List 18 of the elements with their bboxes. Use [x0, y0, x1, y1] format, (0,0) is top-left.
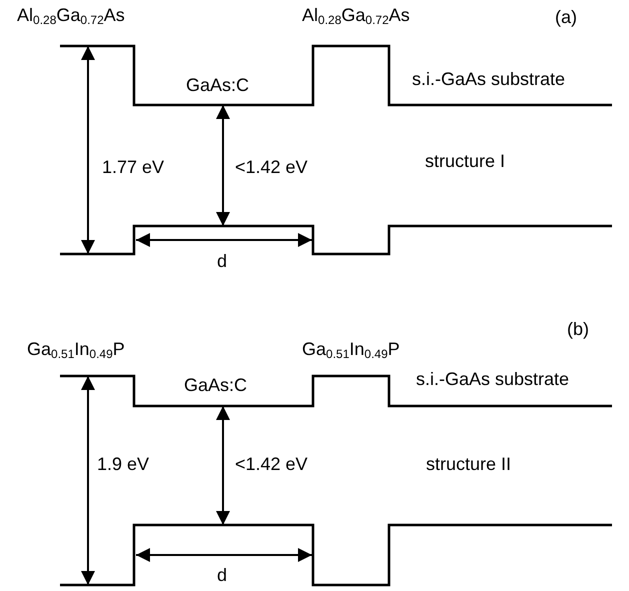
layer-label: (b): [567, 320, 589, 340]
energy-label: 1.9 eV: [97, 455, 150, 475]
layer-label: Ga$_{0.51}$In$_{0.49}$P: [27, 340, 125, 360]
structure-label: structure II: [426, 455, 512, 475]
layer-label: s.i.-GaAs substrate: [412, 70, 566, 90]
panel-label: (a): [555, 8, 577, 28]
energy-label: <1.42 eV: [235, 455, 308, 475]
energy-label: <1.42 eV: [235, 158, 308, 178]
layer-label: s.i.-GaAs substrate: [416, 370, 570, 390]
structure-label: structure I: [425, 152, 506, 172]
layer-label: GaAs:C: [186, 76, 250, 96]
energy-label: 1.77 eV: [102, 158, 164, 178]
layer-label: GaAs:C: [184, 376, 248, 396]
width-label: d: [217, 252, 228, 272]
panel-label: Ga$_{0.51}$In$_{0.49}$P: [302, 340, 400, 360]
layer-label: Al$_{0.28}$Ga$_{0.72}$As: [302, 6, 410, 26]
width-label: d: [217, 566, 228, 586]
layer-label: Al$_{0.28}$Ga$_{0.72}$As: [17, 6, 125, 26]
